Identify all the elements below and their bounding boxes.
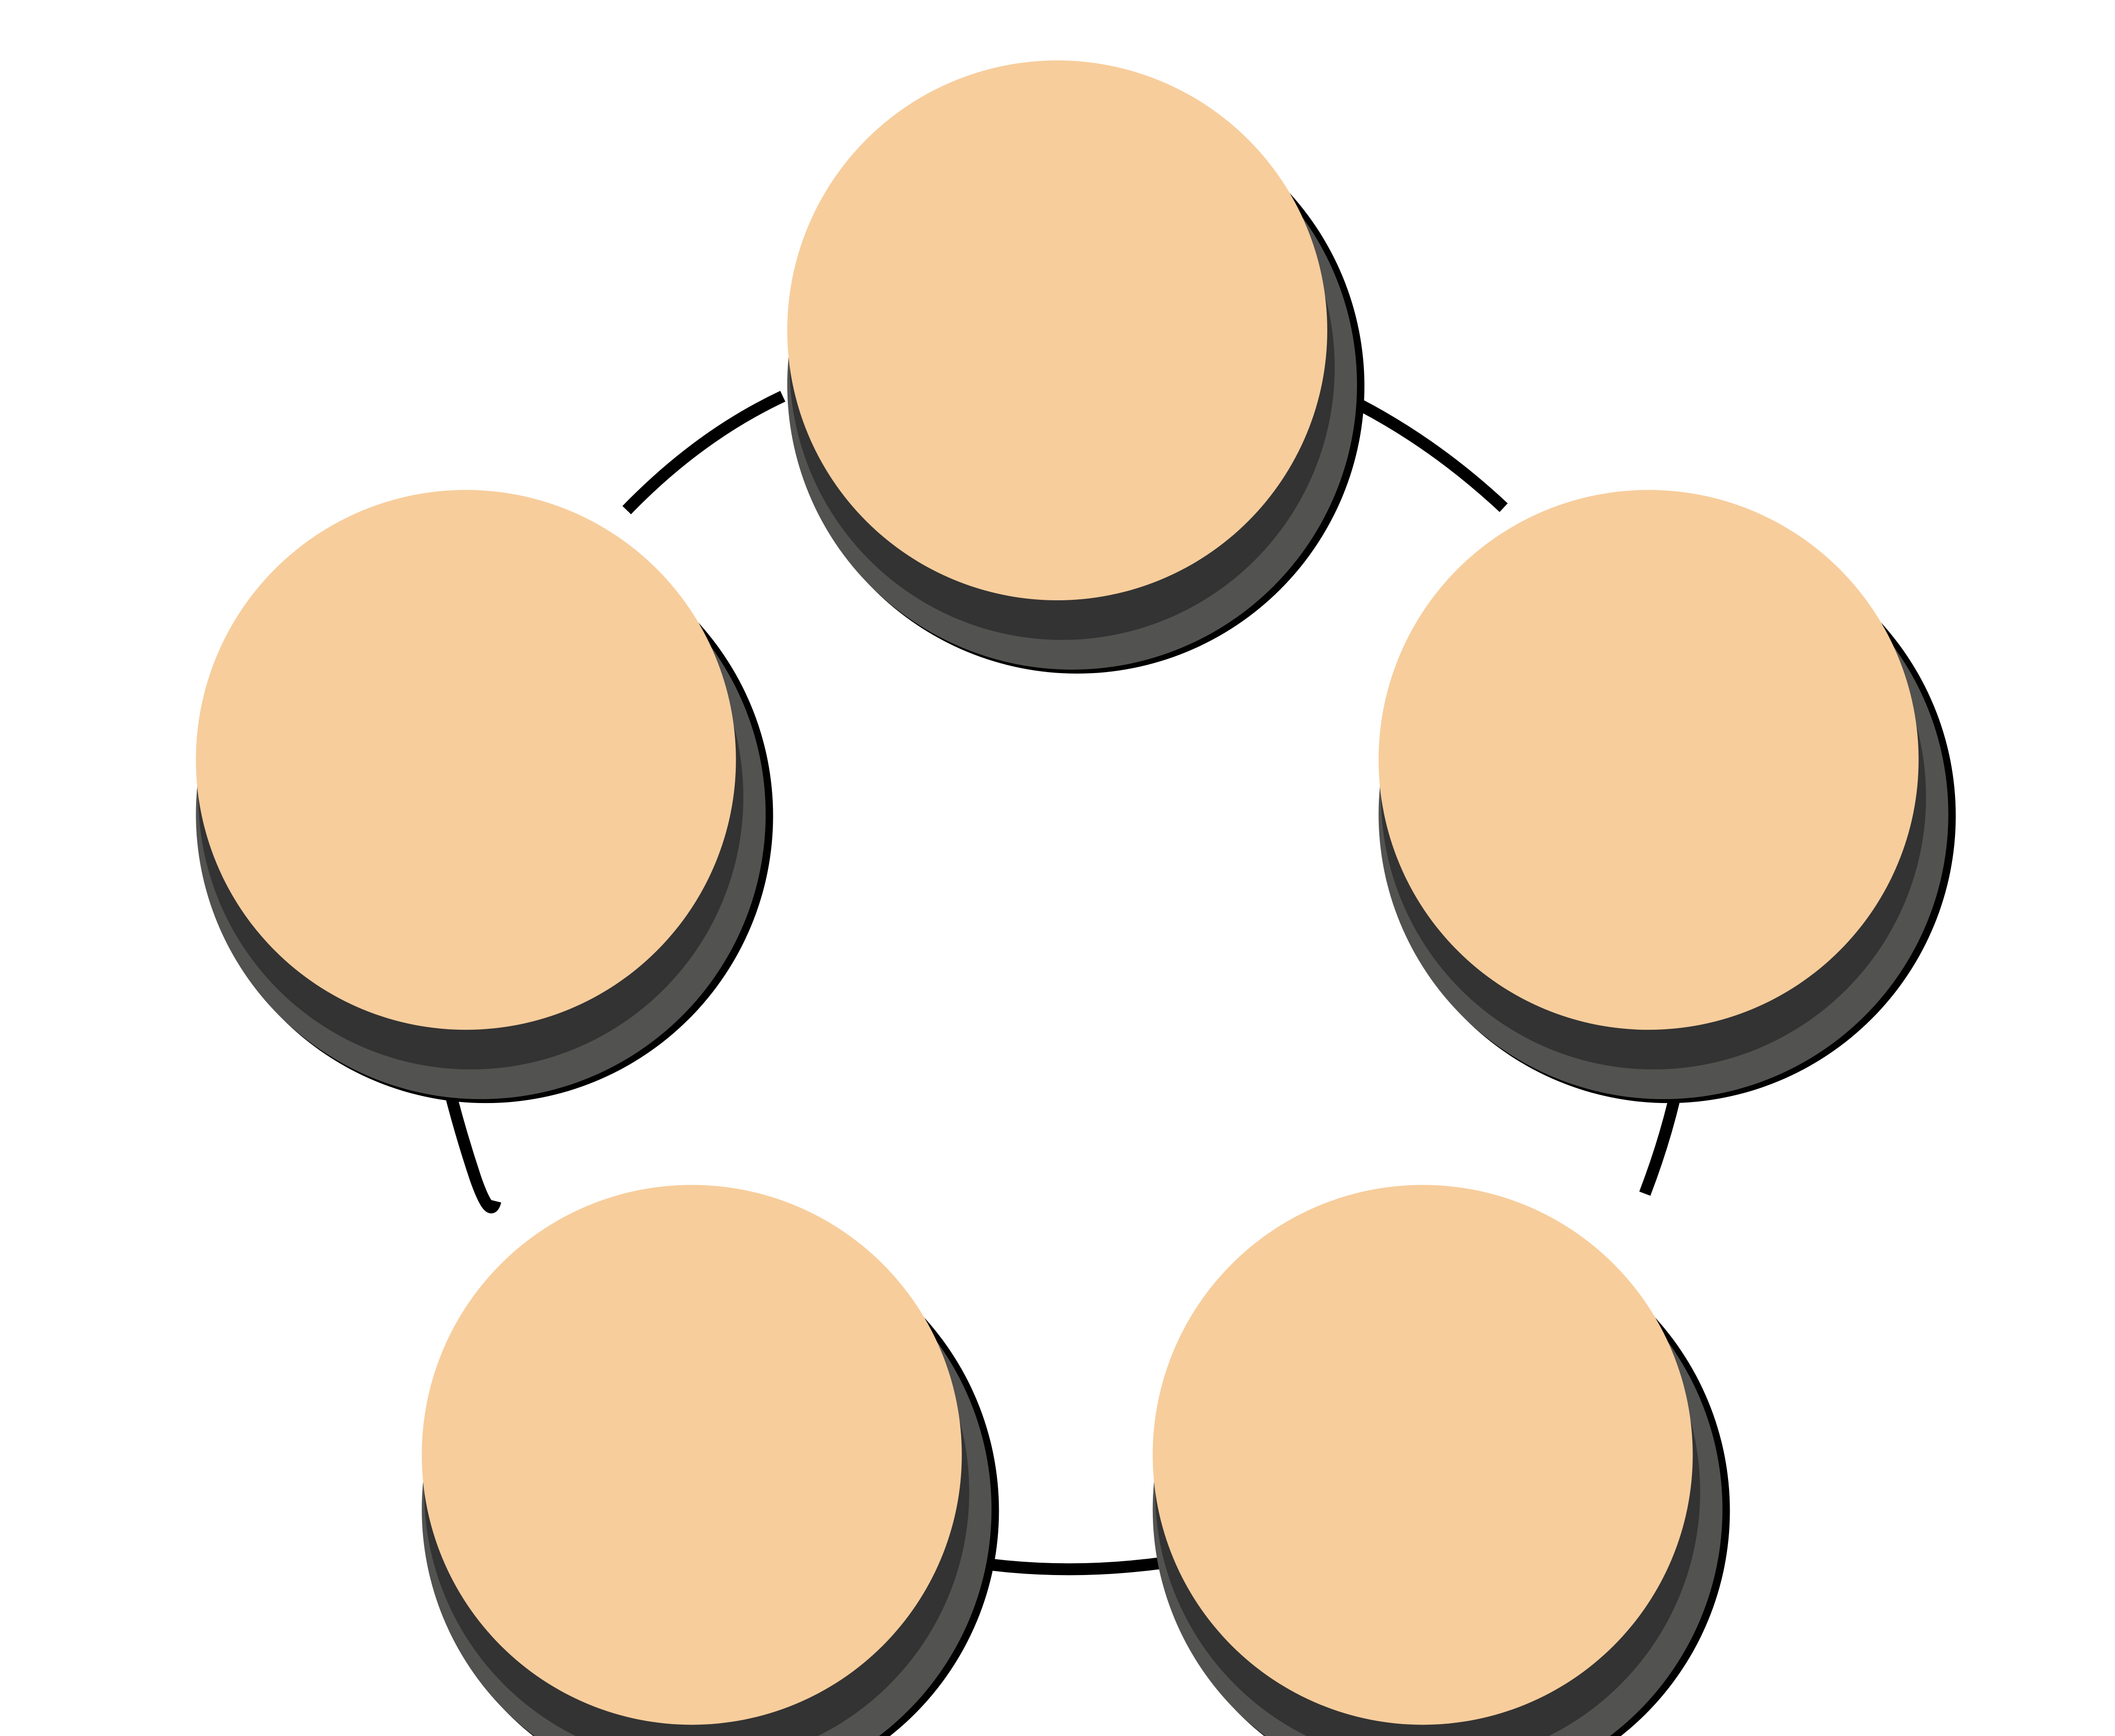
node-face: [1152, 1185, 1693, 1725]
cycle-node-3: [1152, 1185, 1730, 1736]
node-face: [787, 60, 1327, 600]
cycle-node-2: [1378, 490, 1956, 1104]
cycle-node-4: [422, 1185, 999, 1736]
ring-arc-top-left: [622, 391, 786, 515]
node-face: [196, 490, 736, 1030]
cycle-node-1: [787, 60, 1364, 674]
cycle-node-5: [196, 490, 773, 1104]
node-face: [1378, 490, 1919, 1030]
node-face: [422, 1185, 962, 1725]
cycle-nodes: [196, 60, 1956, 1736]
